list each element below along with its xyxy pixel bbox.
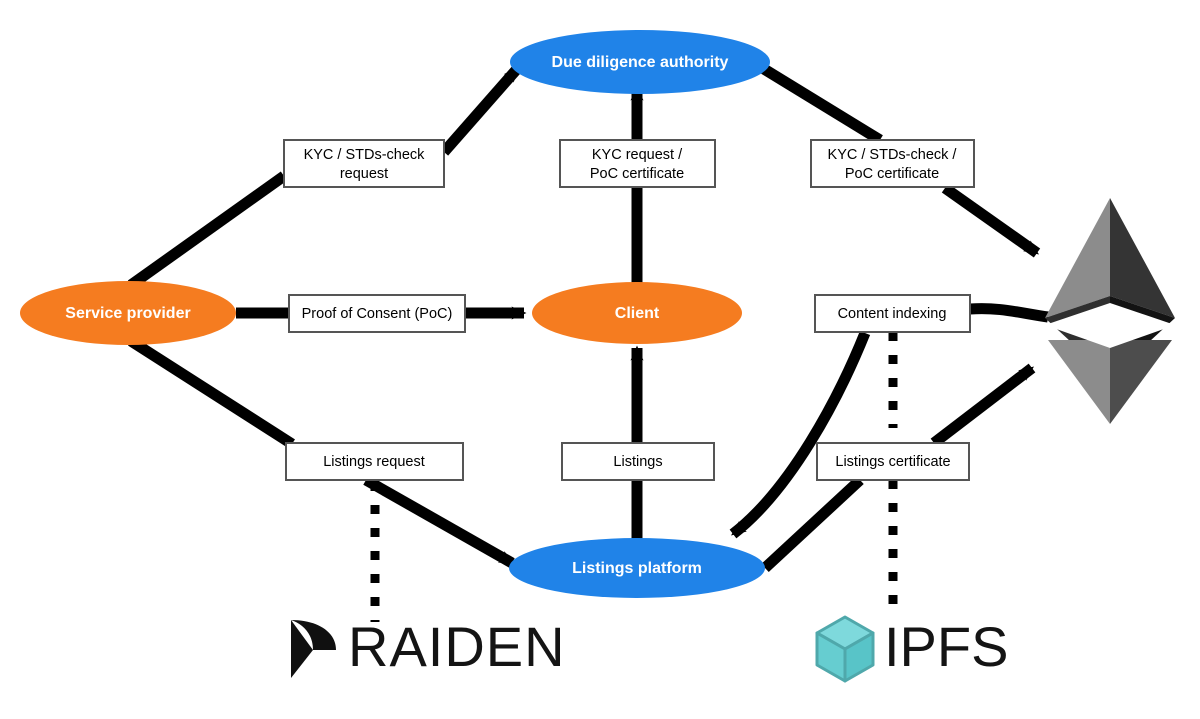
edge-service-provider-to-kyc-request-box: [127, 171, 288, 290]
ipfs-logo: IPFS: [815, 615, 1008, 683]
edge-label-box-listings[interactable]: Listings: [561, 442, 715, 481]
edge-due-diligence-to-kyc-stds-poc-box: [761, 64, 883, 145]
edge-label-proof-of-consent: Proof of Consent (PoC): [302, 306, 453, 322]
raiden-wordmark: RAIDEN: [348, 615, 566, 678]
edge-label-kyc-request-poc-certificate-line2: PoC certificate: [590, 166, 684, 182]
edges-layer: [127, 64, 1049, 573]
edge-listings-request-box-to-listings-platform: [363, 475, 515, 568]
edge-label-listings: Listings: [613, 454, 662, 470]
edge-label-kyc-request-poc-certificate-line1: KYC request /: [592, 147, 683, 163]
edge-label-box-listings-request[interactable]: Listings request: [285, 442, 464, 481]
edge-content-indexing-to-ethereum: [969, 303, 1049, 323]
edge-label-content-indexing: Content indexing: [838, 306, 947, 322]
edge-label-box-listings-certificate[interactable]: Listings certificate: [816, 442, 970, 481]
edge-listings-platform-to-listings-certificate-box: [761, 475, 864, 573]
edge-label-kyc-stds-check-poc-certificate-line1: KYC / STDs-check /: [828, 147, 958, 163]
edge-service-provider-to-listings-request-box: [128, 336, 295, 449]
raiden-logo: RAIDEN: [291, 615, 566, 678]
edge-listings-certificate-box-to-ethereum: [930, 363, 1036, 448]
raiden-mark-icon: [291, 620, 336, 678]
edge-label-kyc-stds-check-request-line2: request: [340, 166, 388, 182]
ipfs-cube-icon: [815, 615, 875, 683]
edge-label-listings-certificate: Listings certificate: [835, 454, 950, 470]
ipfs-wordmark: IPFS: [884, 615, 1008, 678]
node-client[interactable]: Client: [532, 282, 742, 344]
edge-label-listings-request: Listings request: [323, 454, 425, 470]
edge-label-box-kyc-stds-check-request[interactable]: KYC / STDs-check request: [283, 139, 445, 188]
edge-label-kyc-stds-check-poc-certificate-line2: PoC certificate: [845, 166, 939, 182]
node-due-diligence-authority[interactable]: Due diligence authority: [510, 30, 770, 94]
edge-label-boxes-layer: KYC / STDs-check request KYC request / P…: [283, 139, 975, 481]
node-listings-platform[interactable]: Listings platform: [509, 538, 765, 598]
edge-label-box-kyc-request-poc-certificate[interactable]: KYC request / PoC certificate: [559, 139, 716, 188]
edge-label-kyc-stds-check-request-line1: KYC / STDs-check: [304, 147, 426, 163]
edge-kyc-stds-poc-box-to-ethereum: [941, 183, 1041, 258]
dotted-connectors-layer: [370, 332, 898, 622]
node-label-due-diligence-authority: Due diligence authority: [552, 54, 729, 71]
edge-label-box-content-indexing[interactable]: Content indexing: [814, 294, 971, 333]
node-label-listings-platform: Listings platform: [572, 560, 702, 577]
nodes-layer: Due diligence authority Service provider…: [20, 30, 770, 598]
edge-content-indexing-to-listings-platform: [729, 330, 871, 539]
edge-label-box-kyc-stds-check-poc-certificate[interactable]: KYC / STDs-check / PoC certificate: [810, 139, 975, 188]
edge-kyc-request-box-to-due-diligence: [439, 65, 522, 156]
node-label-client: Client: [615, 305, 660, 322]
node-service-provider[interactable]: Service provider: [20, 281, 236, 345]
ethereum-logo: [1045, 198, 1175, 424]
edge-label-box-proof-of-consent[interactable]: Proof of Consent (PoC): [288, 294, 466, 333]
node-label-service-provider: Service provider: [65, 305, 190, 322]
